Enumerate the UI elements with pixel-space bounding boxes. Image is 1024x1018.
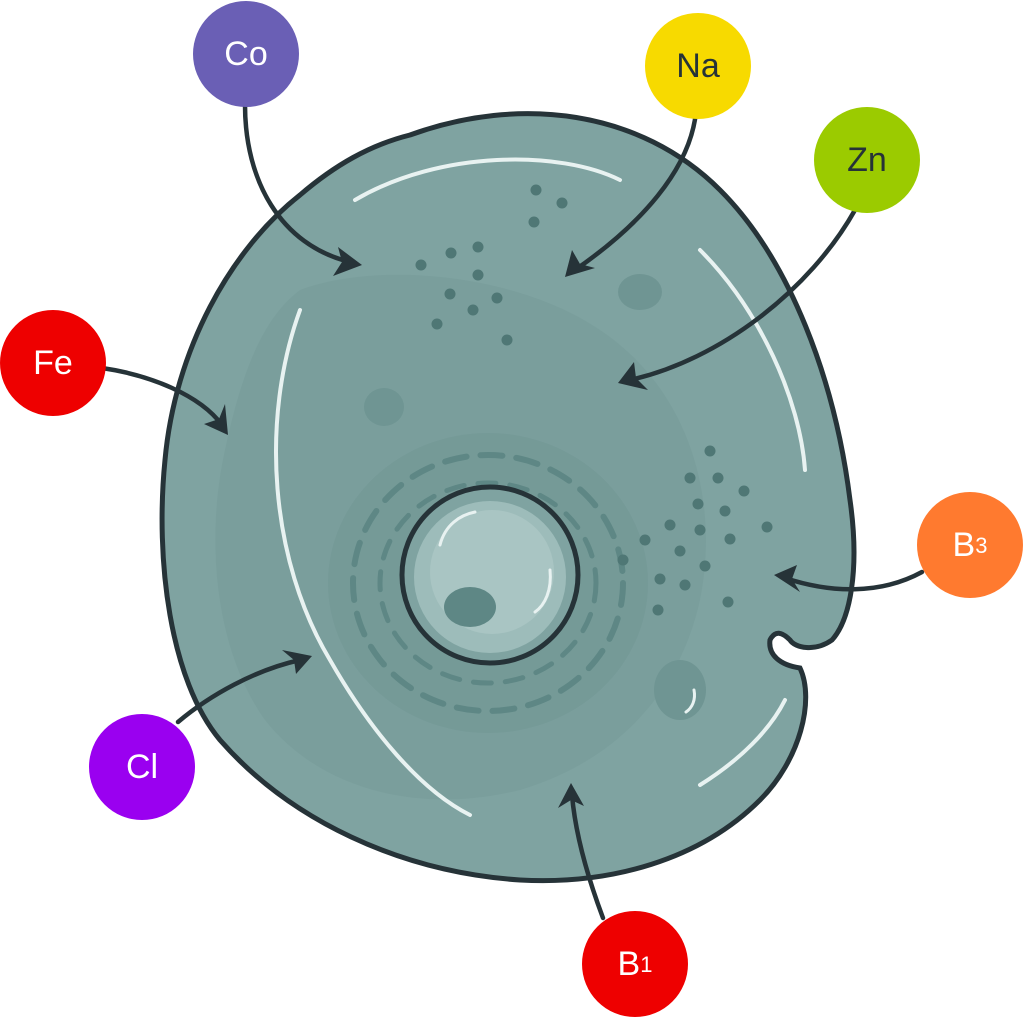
- ribosome-dot: [712, 472, 724, 484]
- ribosome-dot: [617, 554, 629, 566]
- ribosome-dot: [724, 533, 736, 545]
- nucleus-highlight: [438, 510, 477, 547]
- ribosome-dot: [472, 241, 484, 253]
- ribosome-dot: [415, 259, 427, 271]
- ribosome-dot: [444, 288, 456, 300]
- nucleus-highlight: [533, 568, 552, 614]
- arrow-b3: [782, 569, 925, 592]
- ribosome-dot: [654, 573, 666, 585]
- element-badge-zn: Zn: [814, 107, 920, 213]
- badge-label: Cl: [126, 748, 158, 786]
- ribosome-dots: [415, 184, 773, 616]
- badge-circle: [193, 1, 299, 107]
- ribosome-dot: [694, 524, 706, 536]
- badge-circle: [814, 107, 920, 213]
- badge-label: B3: [953, 526, 988, 564]
- organelle-highlight: [684, 688, 696, 714]
- ribosome-dot: [530, 184, 542, 196]
- ribosome-dot: [761, 521, 773, 533]
- nucleolus: [444, 587, 496, 627]
- membrane-highlight: [698, 698, 787, 787]
- arrow-head-na: [565, 250, 595, 277]
- er-dashes-inner: [377, 480, 599, 686]
- arrow-head-fe: [204, 404, 228, 435]
- ribosome-dot: [674, 545, 686, 557]
- ribosome-dot: [501, 334, 513, 346]
- ribosome-dot: [528, 216, 540, 228]
- ribosome-dot: [664, 519, 676, 531]
- organelle: [654, 660, 706, 720]
- element-badge-b3: B3: [917, 492, 1023, 598]
- ribosome-dot: [556, 197, 568, 209]
- arrow-b1: [569, 792, 606, 921]
- cell: [159, 111, 857, 884]
- ribosome-dot: [704, 445, 716, 457]
- badge-label: Zn: [847, 141, 887, 179]
- ribosome-dot: [472, 269, 484, 281]
- element-badge-na: Na: [645, 13, 751, 119]
- ribosome-dot: [699, 560, 711, 572]
- ribosome-dot: [684, 472, 696, 484]
- ribosome-dot: [692, 498, 704, 510]
- ribosome-dot: [467, 304, 479, 316]
- badge-circle: [645, 13, 751, 119]
- badge-label: B1: [618, 945, 653, 983]
- badge-label: Co: [224, 35, 267, 73]
- badge-label: Na: [676, 47, 720, 85]
- badge-label: Fe: [33, 344, 73, 382]
- ribosome-dot: [639, 534, 651, 546]
- badge-circle: [89, 714, 195, 820]
- ribosome-dot: [445, 247, 457, 259]
- arrow-na: [572, 109, 699, 273]
- er-dashes-outer: [350, 452, 626, 714]
- element-badge-b1: B1: [582, 911, 688, 1017]
- arrow-fe: [99, 365, 225, 428]
- organelle: [364, 388, 404, 426]
- ribosome-dot: [652, 604, 664, 616]
- arrow-head-b1: [558, 783, 584, 808]
- ribosome-dot: [722, 596, 734, 608]
- ribosome-dot: [719, 505, 731, 517]
- arrow-head-zn: [618, 362, 648, 390]
- ribosome-dot: [679, 579, 691, 591]
- membrane-highlight: [274, 308, 472, 817]
- arrow-head-b3: [774, 565, 800, 592]
- membrane-highlight: [353, 157, 622, 202]
- element-badge-fe: Fe: [0, 310, 106, 416]
- element-badge-co: Co: [193, 1, 299, 107]
- organelle: [618, 274, 662, 310]
- arrow-zn: [627, 207, 858, 383]
- element-badge-cl: Cl: [89, 714, 195, 820]
- ribosome-dot: [738, 485, 750, 497]
- arrow-co: [242, 102, 353, 265]
- ribosome-dot: [431, 318, 443, 330]
- badge-circle: [917, 492, 1023, 598]
- arrows: [99, 102, 925, 921]
- badge-circle: [0, 310, 106, 416]
- badge-circle: [582, 911, 688, 1017]
- arrow-head-co: [333, 247, 362, 276]
- arrow-cl: [175, 657, 303, 725]
- ribosome-dot: [491, 292, 503, 304]
- arrow-head-cl: [282, 650, 312, 674]
- membrane-highlight: [698, 248, 807, 472]
